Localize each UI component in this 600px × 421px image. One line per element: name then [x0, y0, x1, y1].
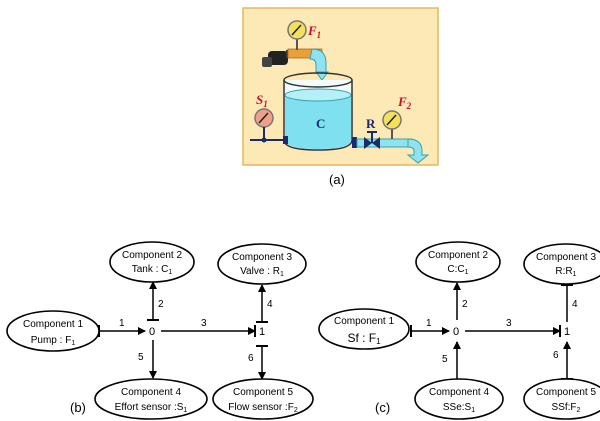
component-5-role: SSf:F2: [552, 402, 581, 414]
component-4-node: Component 4 Effort sensor :S1: [94, 378, 208, 420]
component-2-role: C:C1: [447, 264, 468, 276]
bond-label-6: 6: [248, 353, 254, 364]
bond-3: [465, 325, 561, 337]
component-3-role: R:R1: [555, 266, 576, 278]
bond-6: [256, 345, 268, 380]
component-5-node: Component 5 SSf:F2: [523, 378, 600, 420]
f1-label: F1: [307, 23, 321, 40]
component-4-role: Effort sensor :S1: [115, 402, 188, 414]
panel-b-caption: (b): [70, 400, 86, 415]
bond-4: [256, 284, 268, 323]
component-1-role: Sf : F1: [347, 331, 381, 346]
component-1-title: Component 1: [23, 319, 83, 330]
f2-flow-gauge-icon: [382, 110, 402, 139]
bond-label-4: 4: [267, 299, 273, 310]
component-2-node: Component 2 Tank : C1: [109, 241, 195, 283]
bond-label-6: 6: [553, 350, 559, 361]
component-2-role: Tank : C1: [132, 264, 173, 276]
bond-label-4: 4: [572, 299, 578, 310]
valve-icon: [364, 131, 380, 149]
panel-c-caption: (c): [375, 400, 390, 415]
bond-label-2: 2: [462, 299, 468, 310]
component-3-role: Valve : R1: [240, 266, 284, 278]
component-4-role: SSe:S1: [443, 402, 475, 414]
f1-flow-gauge-icon: [287, 20, 307, 50]
junction-1: 1: [259, 326, 265, 338]
bond-4: [561, 284, 573, 322]
component-2-node: Component 2 C:C1: [415, 241, 501, 283]
panel-b-bond-graph: 1 2 3 4 5 6 0 1 Componen: [6, 241, 314, 420]
bond-label-3: 3: [201, 318, 207, 329]
inlet-pipe: [287, 48, 329, 81]
tank-label: C: [316, 116, 325, 131]
valve-label: R: [366, 116, 376, 131]
outlet-pipe: [352, 137, 430, 164]
bond-label-5: 5: [138, 352, 144, 363]
component-1-node: Component 1 Sf : F1: [318, 308, 410, 350]
component-4-title: Component 4: [121, 387, 181, 398]
bond-label-5: 5: [442, 354, 448, 365]
panel-a-caption: (a): [329, 172, 345, 187]
component-3-title: Component 3: [536, 252, 596, 263]
component-4-node: Component 4 SSe:S1: [414, 378, 504, 420]
bond-label-1: 1: [119, 318, 125, 329]
bond-1: [410, 325, 450, 337]
bond-6: [561, 341, 573, 380]
component-3-node: Component 3 R:R1: [523, 243, 600, 285]
component-1-title: Component 1: [334, 316, 394, 327]
component-5-title: Component 5: [536, 387, 596, 398]
junction-0: 0: [453, 326, 459, 338]
component-5-title: Component 5: [233, 387, 293, 398]
component-4-title: Component 4: [429, 387, 489, 398]
s1-effort-sensor-icon: [250, 108, 288, 144]
f2-label: F2: [397, 94, 412, 111]
component-3-node: Component 3 Valve : R1: [217, 243, 307, 285]
bond-label-2: 2: [158, 299, 164, 310]
bond-label-1: 1: [426, 318, 432, 329]
bond-label-3: 3: [506, 318, 512, 329]
junction-1: 1: [564, 326, 570, 338]
component-1-role: Pump : F1: [31, 335, 76, 347]
component-5-node: Component 5 Flow sensor :F2: [212, 378, 314, 420]
component-1-node: Component 1 Pump : F1: [6, 310, 100, 352]
component-5-role: Flow sensor :F2: [228, 402, 298, 414]
bond-2: [147, 281, 159, 321]
s1-label: S1: [256, 92, 268, 109]
junction-0: 0: [149, 326, 155, 338]
panel-a-illustration: F1 C S1: [242, 7, 439, 166]
component-2-title: Component 2: [428, 250, 488, 261]
component-3-title: Component 3: [232, 252, 292, 263]
panel-c-bond-graph: 1 2 3 4 5 6 0 1 Component 1 Sf : F1: [318, 241, 600, 420]
bond-3: [161, 325, 256, 337]
tank-icon: [283, 72, 353, 151]
component-2-title: Component 2: [122, 250, 182, 261]
